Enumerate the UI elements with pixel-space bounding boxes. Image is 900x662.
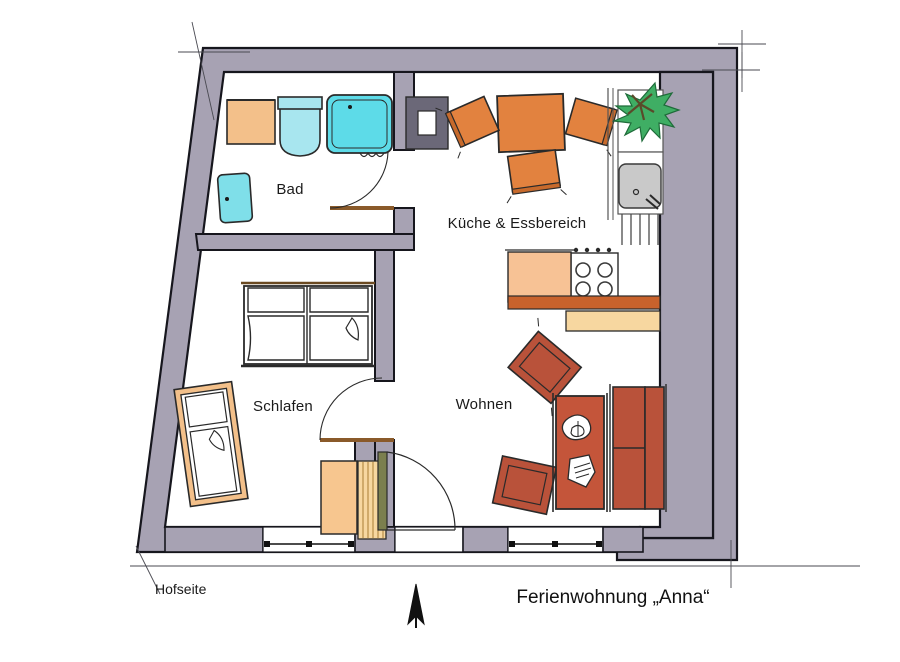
north-arrow [407,583,425,628]
single-bed [173,380,249,508]
courtyard-label: Hofseite [155,581,207,597]
kitchen-counter [505,249,575,303]
cushion [561,414,592,441]
room-label-wohnen: Wohnen [456,396,513,413]
sink-basin [216,172,254,224]
bedroom-door [319,377,394,442]
bedroom-furniture [173,281,394,540]
kitchen-sink [618,163,662,210]
room-label-schlafen: Schlafen [253,398,313,415]
kitchen-worktop [507,295,661,310]
sideboard [565,310,661,332]
room-label-kueche: Küche & Essbereich [448,215,587,232]
sofa [552,393,608,512]
room-label-bad: Bad [276,181,303,198]
window-south-living [509,541,602,547]
construction-guides [130,21,860,595]
wardrobe [320,460,358,535]
armchair-bottom [491,454,558,516]
dining-chair-front [506,148,567,204]
cooktop [570,247,619,302]
south-wall-band [164,526,644,553]
blanket [567,454,596,488]
bathroom-furniture [216,94,449,224]
potted-plant [611,81,681,143]
interior-wall-bedroom-living [374,249,395,382]
toilet [277,96,323,157]
dining-chair-right [564,97,627,157]
living-furniture [491,317,667,516]
armchair-top [506,317,583,417]
bathroom-door [329,151,394,210]
dish-drainer [621,214,659,245]
wall-structure [130,21,860,595]
entrance-door [377,451,456,531]
dining-table [496,92,566,154]
window-bath [405,96,449,150]
page-title: Ferienwohnung „Anna“ [516,587,709,608]
double-bed [241,281,375,368]
interior-wall-bath-south [194,233,415,251]
shelf-unit [609,384,667,512]
washing-machine [226,99,276,145]
bathtub [326,94,393,158]
dining-chair-left [435,95,501,159]
kitchen-furniture [435,81,681,332]
window-south-bedroom [264,541,354,547]
